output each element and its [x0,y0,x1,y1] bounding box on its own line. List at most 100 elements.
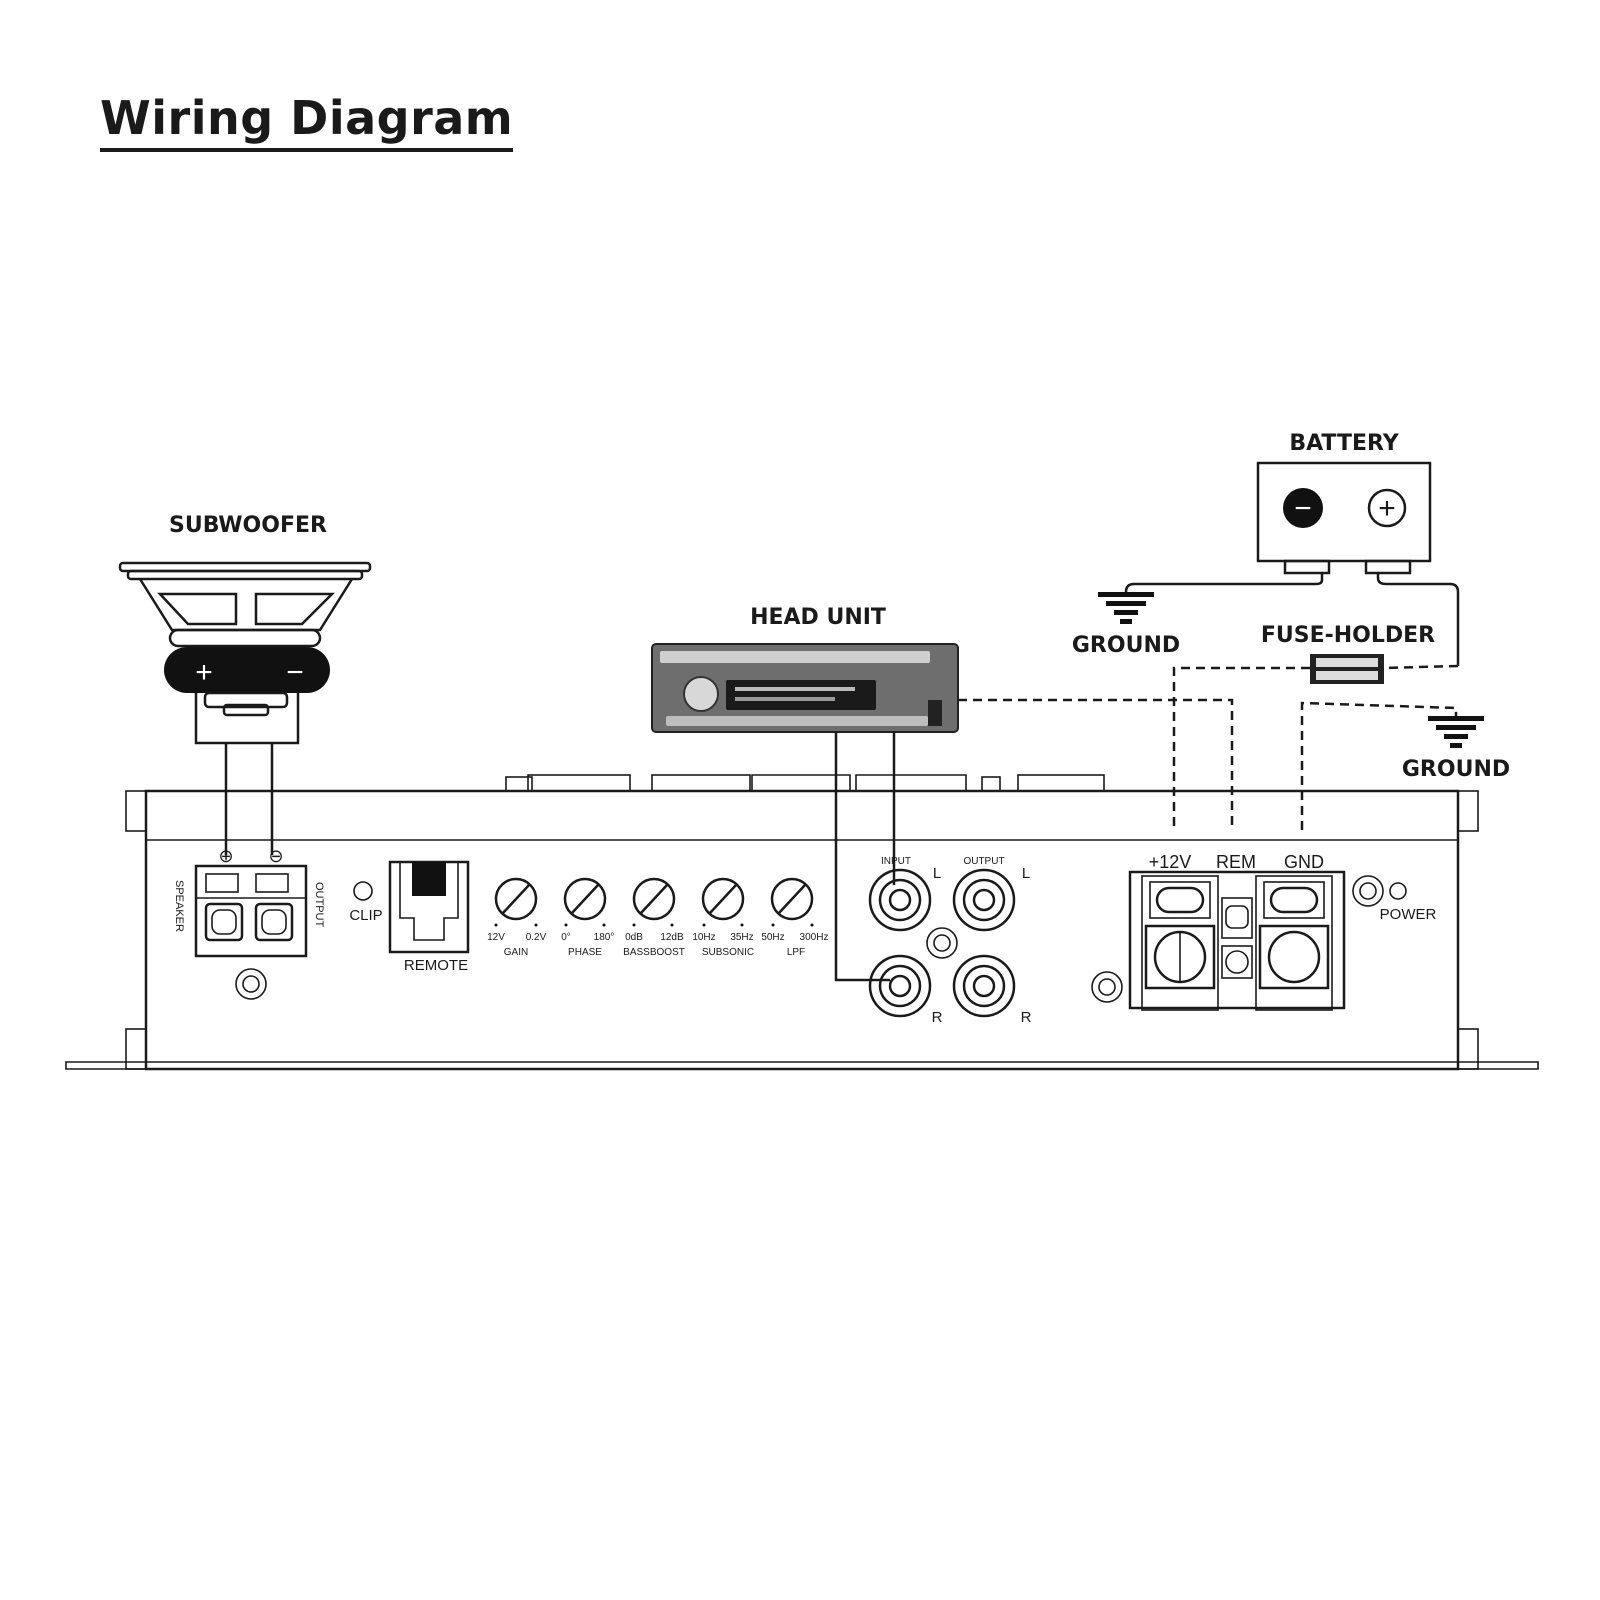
knob-tick [602,923,606,927]
display-line [735,697,835,701]
knob-bassboost[interactable] [632,877,676,927]
rca-ring [952,868,1016,932]
heatsink-fin [855,774,967,791]
rca-output-right[interactable] [952,954,1016,1018]
rca-pin [888,888,912,912]
remote-turn-on-wire [958,698,1234,830]
battery-ground-wire [1124,573,1324,593]
ground-bar [1436,725,1476,730]
ground-bar [1120,619,1132,624]
battery-negative-post [1283,559,1331,575]
fuse-holder-label: FUSE-HOLDER [1261,623,1435,648]
fuse-holder: FUSE-HOLDER [1261,623,1435,684]
subwoofer-pole-cap [222,703,270,717]
mounting-foot-left [65,1061,147,1070]
page-title: Wiring Diagram [100,90,514,152]
knob-tick [564,923,568,927]
ground-bar [1098,592,1154,597]
rca-output-right-label: R [1021,1009,1032,1026]
terminal-rem-socket[interactable] [1221,945,1253,979]
speaker-terminal-positive [204,902,244,942]
knob-body [770,877,814,921]
rca-ring [868,954,932,1018]
subwoofer: SUBWOOFER + − [118,513,372,745]
gain-label: GAIN [504,947,528,958]
knob-body [701,877,745,921]
amp-ground-wire [1300,701,1458,830]
knob-slot [778,884,806,914]
rca-pin [888,974,912,998]
subwoofer-plus-terminal: + [195,656,213,689]
heatsink-fin [1017,774,1105,792]
speaker-output-terminal: ⊕ ⊖ SPEAKER OUTPUT [173,846,325,958]
knob-tick [740,923,744,927]
heatsink-fin [981,776,1001,792]
knob-subsonic[interactable] [701,877,745,927]
terminal-gnd-opening [1267,930,1321,984]
terminal-screw [261,909,287,935]
clip-label: CLIP [349,907,382,924]
subwoofer-mount [194,693,300,745]
rca-output-left[interactable] [952,868,1016,932]
power-terminal-block [1128,870,1346,1011]
rca-input-label: INPUT [881,856,911,867]
knob-slot [571,884,599,914]
terminal-12v-socket[interactable] [1144,924,1216,990]
mounting-screw-inner [1098,978,1116,996]
mounting-screw [235,968,267,1000]
side-bracket [1457,1028,1479,1070]
rca-input-right-label: R [932,1009,943,1026]
knob-body [632,877,676,921]
subwoofer-label: SUBWOOFER [169,513,327,538]
battery-negative-icon [1283,488,1323,528]
rca-pin [972,888,996,912]
rca-ring [878,964,922,1008]
rca-output-label: OUTPUT [963,856,1004,867]
knob-tick [632,923,636,927]
knob-slot [502,884,530,914]
remote-label: REMOTE [404,957,468,974]
speaker-output-plus: ⊕ [218,846,233,866]
mounting-foot-right [1457,1061,1539,1070]
rca-output-left-label: L [1022,865,1030,882]
rca-input-left[interactable] [868,868,932,932]
battery-label: BATTERY [1289,431,1399,456]
speaker-screw-top [255,873,289,893]
terminal-rem-screw [1225,905,1249,929]
fuse-element [1316,658,1378,667]
ground-label: GROUND [1402,757,1510,782]
rca-input-right[interactable] [868,954,932,1018]
terminal-gnd-screw [1269,886,1319,914]
terminal-rem-opening [1225,950,1249,974]
subsonic-min: 10Hz [692,932,715,943]
preset-buttons [666,716,928,726]
rca-input-left-label: L [933,865,941,882]
subwoofer-surround [168,628,322,648]
terminal-12v-label: +12V [1149,852,1192,872]
power-led [1389,882,1407,900]
cd-slot [660,651,930,663]
subwoofer-pole [203,691,289,709]
subwoofer-magnet [164,647,330,693]
battery-positive-sign: + [1378,492,1396,525]
terminal-gnd-socket[interactable] [1258,924,1330,990]
rca-ring [878,878,922,922]
bassboost-min: 0dB [625,932,643,943]
knob-lpf[interactable] [770,877,814,927]
ground-bar [1114,610,1138,615]
rca-wire-right [834,732,890,982]
knob-gain[interactable] [494,877,538,927]
terminal-12v-housing [1141,875,1219,1011]
terminal-rem-label: REM [1216,852,1256,872]
heatsink-fin [651,774,751,792]
battery-body [1256,461,1432,563]
remote-port[interactable] [388,860,470,954]
knob-phase[interactable] [563,877,607,927]
side-bracket [1457,790,1479,832]
rca-ring [868,868,932,932]
ground-label: GROUND [1072,633,1180,658]
terminal-gnd-label: GND [1284,852,1324,872]
remote-port-socket [399,862,459,941]
battery-negative-sign: − [1294,492,1312,525]
mounting-screw [1352,875,1384,907]
